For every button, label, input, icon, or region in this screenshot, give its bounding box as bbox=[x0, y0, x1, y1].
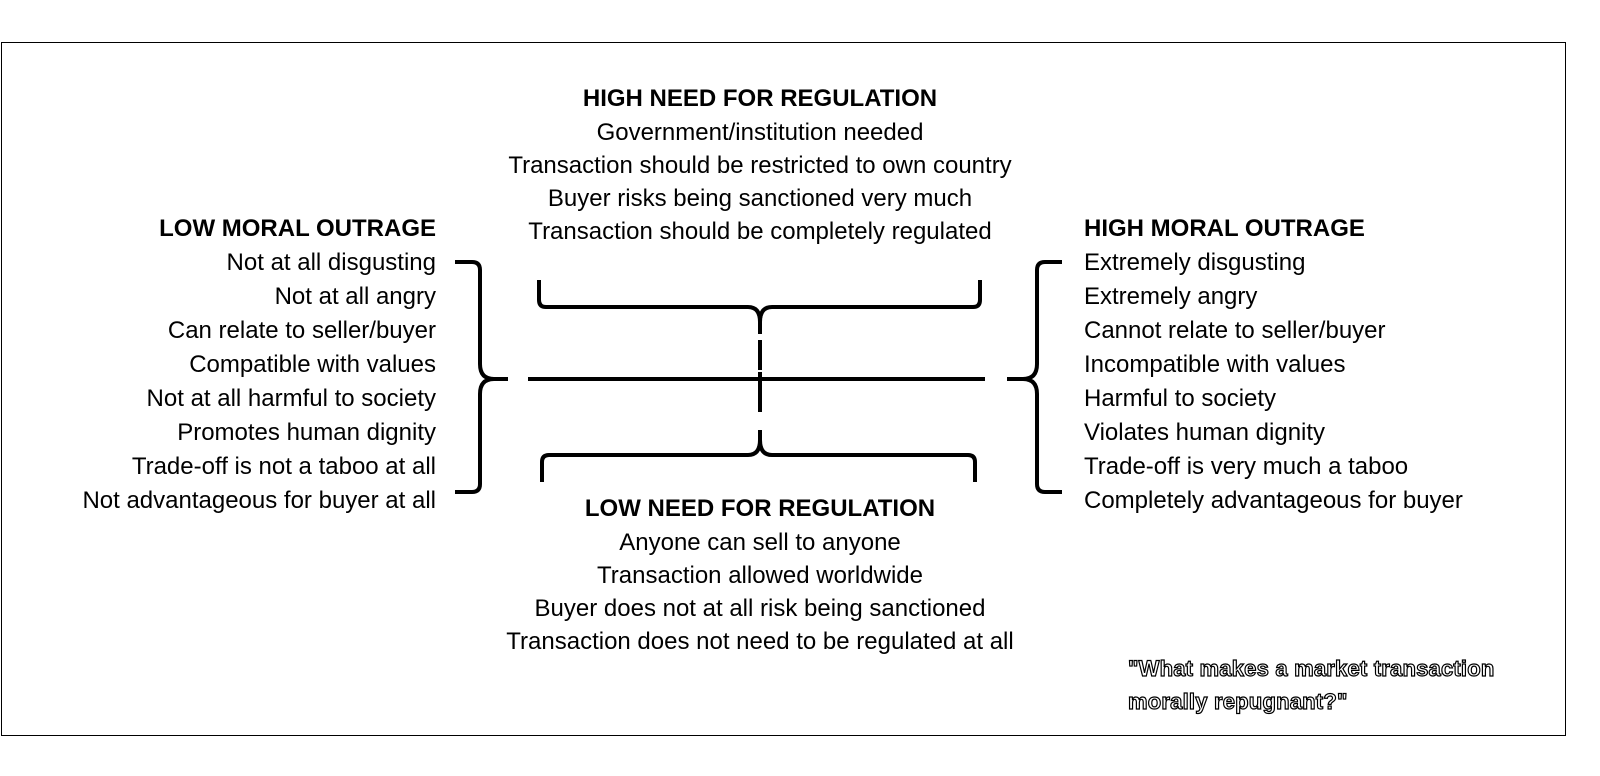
low-regulation-item: Anyone can sell to anyone bbox=[619, 529, 901, 556]
quote-line-1: "What makes a market transaction bbox=[1127, 655, 1495, 681]
high-regulation-item: Government/institution needed bbox=[596, 119, 924, 146]
low-regulation-title: LOW NEED FOR REGULATION bbox=[584, 495, 936, 522]
high-regulation-item: Transaction should be restricted to own … bbox=[508, 152, 1012, 179]
low-outrage-item: Not advantageous for buyer at all bbox=[82, 487, 436, 514]
low-regulation-item: Buyer does not at all risk being sanctio… bbox=[534, 595, 986, 622]
low-regulation-block: LOW NEED FOR REGULATION Anyone can sell … bbox=[440, 492, 1080, 658]
high-outrage-item: Completely advantageous for buyer bbox=[1084, 487, 1463, 514]
high-outrage-item: Cannot relate to seller/buyer bbox=[1084, 317, 1386, 344]
high-outrage-item: Extremely disgusting bbox=[1084, 249, 1306, 276]
high-outrage-item: Harmful to society bbox=[1084, 385, 1277, 412]
low-outrage-item: Not at all disgusting bbox=[226, 249, 436, 276]
low-regulation-item: Transaction does not need to be regulate… bbox=[506, 628, 1014, 655]
study-question-quote: "What makes a market transaction morally… bbox=[1127, 652, 1548, 718]
low-outrage-block: LOW MORAL OUTRAGE Not at all disgusting … bbox=[0, 212, 436, 518]
high-outrage-item: Extremely angry bbox=[1084, 283, 1258, 310]
low-outrage-item: Can relate to seller/buyer bbox=[167, 317, 436, 344]
diagram-frame bbox=[1, 42, 1566, 736]
low-outrage-item: Compatible with values bbox=[189, 351, 436, 378]
high-outrage-item: Violates human dignity bbox=[1084, 419, 1326, 446]
low-outrage-item: Not at all harmful to society bbox=[146, 385, 436, 412]
low-regulation-item: Transaction allowed worldwide bbox=[597, 562, 923, 589]
quote-line-2: morally repugnant?" bbox=[1127, 688, 1348, 714]
high-outrage-title: HIGH MORAL OUTRAGE bbox=[1084, 215, 1365, 242]
high-regulation-title: HIGH NEED FOR REGULATION bbox=[582, 85, 938, 112]
high-outrage-item: Incompatible with values bbox=[1084, 351, 1346, 378]
low-outrage-item: Promotes human dignity bbox=[177, 419, 436, 446]
high-outrage-item: Trade-off is very much a taboo bbox=[1084, 453, 1409, 480]
high-regulation-item: Transaction should be completely regulat… bbox=[528, 218, 992, 245]
low-outrage-item: Trade-off is not a taboo at all bbox=[131, 453, 436, 480]
high-outrage-block: HIGH MORAL OUTRAGE Extremely disgusting … bbox=[1084, 212, 1584, 518]
high-regulation-item: Buyer risks being sanctioned very much bbox=[547, 185, 973, 212]
high-regulation-block: HIGH NEED FOR REGULATION Government/inst… bbox=[440, 82, 1080, 248]
low-outrage-item: Not at all angry bbox=[274, 283, 436, 310]
low-outrage-title: LOW MORAL OUTRAGE bbox=[159, 215, 436, 242]
